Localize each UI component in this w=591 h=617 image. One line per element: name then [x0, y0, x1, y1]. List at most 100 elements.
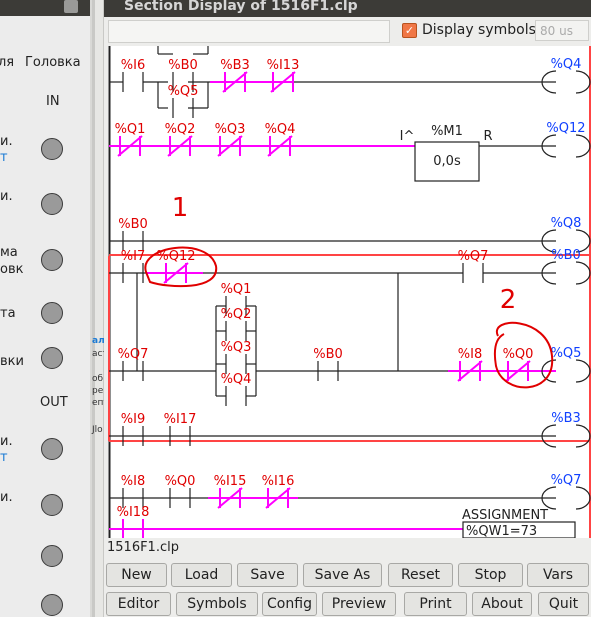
contact-label[interactable]: %Q7 [458, 249, 489, 264]
annotation-number-1: 1 [172, 193, 189, 223]
contact-label[interactable]: %Q7 [118, 347, 149, 362]
symbols-button[interactable]: Symbols [176, 592, 258, 616]
indicator-lamp [41, 494, 63, 516]
contact[interactable] [217, 135, 243, 157]
contact-label[interactable]: %Q0 [165, 474, 196, 489]
coil[interactable] [541, 261, 557, 285]
print-button[interactable]: Print [404, 592, 467, 616]
contact-label[interactable]: %Q5 [168, 84, 199, 99]
coil[interactable] [541, 424, 557, 448]
coil[interactable] [541, 359, 557, 383]
contact-label[interactable]: %Q3 [215, 122, 246, 137]
contact-label[interactable]: %Q1 [115, 122, 146, 137]
coil[interactable] [575, 134, 591, 158]
save-as-button[interactable]: Save As [303, 563, 382, 587]
window-title: Section Display of 1516F1.clp [104, 0, 591, 17]
coil-label[interactable]: %Q5 [551, 346, 582, 361]
coil[interactable] [575, 70, 591, 94]
contact-label[interactable]: %Q1 [221, 282, 252, 297]
contact-label[interactable]: %I8 [121, 474, 145, 489]
period-field[interactable]: 80 us [535, 20, 589, 41]
quit-button[interactable]: Quit [538, 592, 589, 616]
timer-block [414, 141, 480, 182]
vars-button[interactable]: Vars [527, 563, 589, 587]
display-symbols-checkbox[interactable]: ✓ [402, 23, 417, 38]
save-button[interactable]: Save [237, 563, 298, 587]
left-frag: и. [0, 134, 13, 149]
coil-label[interactable]: %B3 [551, 411, 581, 426]
coil-label[interactable]: %Q7 [551, 473, 582, 488]
coil[interactable] [541, 229, 557, 253]
contact[interactable] [217, 487, 243, 509]
stop-button[interactable]: Stop [458, 563, 523, 587]
contact-label[interactable]: %I17 [164, 412, 197, 427]
operate-label: ASSIGNMENT [462, 508, 548, 523]
coil-label[interactable]: %Q12 [546, 121, 585, 136]
contact-label[interactable]: %I8 [458, 347, 482, 362]
display-symbols-label: Display symbols [422, 22, 536, 38]
contact[interactable] [267, 135, 293, 157]
contact-label[interactable]: %I15 [214, 474, 247, 489]
contact-label[interactable]: %I18 [117, 505, 150, 520]
contact-label[interactable]: %Q12 [156, 249, 195, 264]
annotation-number-2: 2 [500, 285, 517, 315]
coil[interactable] [575, 261, 591, 285]
preview-button[interactable]: Preview [322, 592, 396, 616]
contact[interactable] [163, 262, 189, 284]
reset-button[interactable]: Reset [388, 563, 453, 587]
contact-label[interactable]: %Q0 [503, 347, 534, 362]
left-frag: и. [0, 490, 13, 505]
about-button[interactable]: About [472, 592, 532, 616]
contact-label[interactable]: %I9 [121, 412, 145, 427]
coil[interactable] [575, 359, 591, 383]
contact[interactable] [265, 487, 291, 509]
contact-label[interactable]: %I13 [267, 58, 300, 73]
coil-label[interactable]: %B0 [551, 248, 581, 263]
config-button[interactable]: Config [262, 592, 317, 616]
contact-label[interactable]: %B0 [168, 58, 198, 73]
status-file-name: 1516F1.clp [107, 540, 179, 555]
contact-label[interactable]: %Q2 [221, 307, 252, 322]
annotation-circle-2 [493, 321, 554, 389]
contact-label[interactable]: %B0 [313, 347, 343, 362]
coil[interactable] [575, 229, 591, 253]
coil[interactable] [575, 424, 591, 448]
new-button[interactable]: New [106, 563, 167, 587]
contact-label[interactable]: %B3 [220, 58, 250, 73]
in-label: IN [46, 94, 60, 109]
left-frag: вки [0, 354, 24, 369]
section-name-field[interactable] [108, 20, 390, 43]
coil[interactable] [541, 486, 557, 510]
contact[interactable] [505, 360, 531, 382]
coil-label[interactable]: %Q4 [551, 57, 582, 72]
contact[interactable] [167, 135, 193, 157]
contact-label[interactable]: %I6 [121, 58, 145, 73]
contact[interactable] [117, 135, 143, 157]
contact-label[interactable]: %I16 [262, 474, 295, 489]
contact[interactable] [270, 71, 296, 93]
coil[interactable] [541, 70, 557, 94]
indicator-lamp [41, 438, 63, 460]
section-display-window: Section Display of 1516F1.clp ✓ Display … [104, 0, 591, 617]
contact[interactable] [457, 360, 483, 382]
scroll-thumb[interactable] [95, 0, 103, 617]
contact-label[interactable]: %Q4 [265, 122, 296, 137]
contact-label[interactable]: %Q2 [165, 122, 196, 137]
coil[interactable] [575, 486, 591, 510]
load-button[interactable]: Load [171, 563, 232, 587]
left-window-button[interactable] [64, 0, 78, 13]
contact-label[interactable]: %Q4 [221, 372, 252, 387]
contact-label[interactable]: %Q3 [221, 340, 252, 355]
indicator-lamp [41, 302, 63, 324]
left-frag: та [0, 306, 16, 321]
timer-name: %M1 [431, 124, 463, 139]
left-scrollbar[interactable]: ала аст об ре епу Jlo [92, 0, 111, 617]
contact[interactable] [222, 71, 248, 93]
scroll-frag: ре [92, 386, 104, 396]
editor-button[interactable]: Editor [106, 592, 171, 616]
contact-label[interactable]: %B0 [118, 217, 148, 232]
coil-label[interactable]: %Q8 [551, 216, 582, 231]
contact-label[interactable]: %I7 [121, 249, 145, 264]
coil[interactable] [541, 134, 557, 158]
